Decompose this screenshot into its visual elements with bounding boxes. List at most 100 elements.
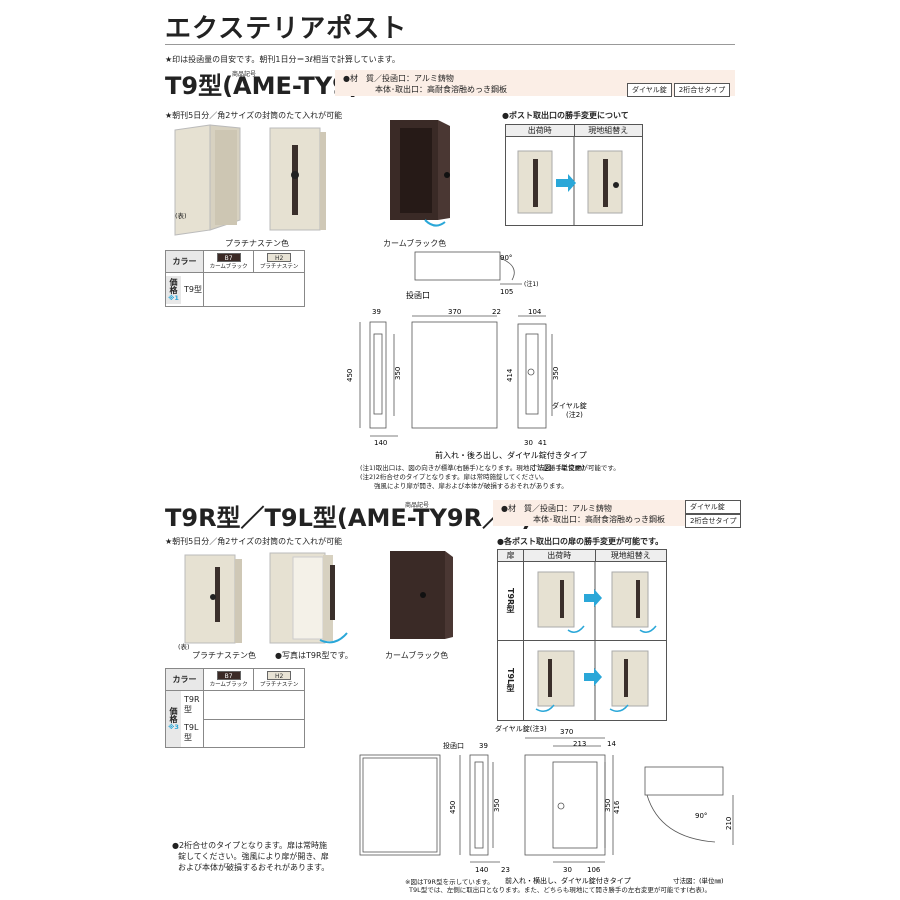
t9rl-photo-open	[269, 552, 348, 644]
t9-front-label: (表)	[175, 212, 187, 220]
t9rl-note-line3: および本体が破損するおそれがあります。	[178, 863, 330, 872]
t9-footnote3: 強風により扉が開き、扉および本体が破損するおそれがあります。	[374, 482, 568, 490]
t9-capacity: ★朝刊5日分／角2サイズの封筒のたて入れが可能	[165, 111, 343, 120]
t9-color-head: カラー	[165, 250, 204, 273]
t9-photo-black	[390, 120, 450, 227]
t9rl-col-onsite: 現地組替え	[595, 550, 666, 562]
t9rl-row-t9r: T9R型	[184, 695, 200, 714]
t9rl-color-head: カラー	[165, 668, 204, 691]
t9-price-empty	[203, 272, 305, 307]
t9rl-dim-140: 140	[475, 866, 488, 874]
t9rl-dim-416: 416	[613, 800, 621, 814]
t9-model-name: T9型	[165, 72, 223, 100]
t9rl-footnote1: ※図はT9R型を示しています。	[405, 878, 494, 886]
t9-material-line1: ●材 質／投函口：アルミ鋳物	[343, 74, 454, 83]
t9rl-chip-b7-cell: B7 カームブラック	[202, 668, 255, 691]
t9-dimension-drawing: 90° (注1) 105 投函口 39 370 22 104 450 350 4…	[346, 251, 587, 472]
t9rl-row-r-label: T9R型	[498, 562, 524, 640]
t9rl-note-line2: 錠してください。強風により扉が開き、扉	[178, 852, 329, 861]
t9-side-view	[369, 321, 387, 429]
t9rl-price-r-empty	[203, 690, 305, 720]
t9-row-t9: T9型	[184, 285, 202, 294]
t9-header: T9型(AME-TY9)	[165, 66, 360, 101]
t9rl-row-r-illustration	[537, 562, 657, 641]
t9rl-dim-350a: 350	[493, 799, 501, 812]
t9rl-footnote2: T9L型では、左側に取出口となります。また、どちらも現地にて開き勝手の左右変更が…	[409, 886, 711, 894]
t9rl-material-line2: 本体･取出口：高耐食溶融めっき鋼板	[533, 515, 665, 524]
t9rl-row-l-label: T9L型	[498, 641, 524, 720]
t9-chip-b7-name: カームブラック	[209, 264, 248, 270]
t9-material-line2: 本体･取出口：高耐食溶融めっき鋼板	[375, 85, 507, 94]
t9-tag-dial: ダイヤル錠	[627, 83, 672, 97]
t9-dim-41: 41	[538, 439, 547, 447]
t9-footnotes: (注1)取出口は、図の向きが標準(右勝手)となります。現地にて逆勝手に変更が可能…	[360, 464, 740, 491]
t9rl-back-view	[359, 754, 441, 856]
t9rl-product-photos	[184, 551, 453, 644]
t9rl-dim-14: 14	[607, 740, 616, 748]
t9rl-dim-213: 213	[573, 740, 586, 748]
t9rl-dim-210: 210	[725, 817, 733, 830]
t9rl-header: T9R型／T9L型(AME-TY9R／L)	[165, 498, 532, 533]
t9rl-product-code-label: 商品記号	[405, 502, 430, 509]
t9-dim-30: 30	[524, 439, 533, 447]
t9rl-insert-label: 投函口	[443, 741, 464, 750]
t9-note1-label: (注1)	[524, 280, 539, 288]
t9rl-side-view	[469, 754, 489, 856]
t9rl-dim-370: 370	[560, 728, 573, 736]
t9rl-price-l-empty	[203, 718, 305, 748]
t9-price-note: ※1	[168, 293, 179, 302]
t9rl-dimension-drawing: ダイヤル錠(注3) 370 213 14 投函口 39 450 350 350 …	[359, 724, 734, 885]
t9rl-dim-30: 30	[563, 866, 572, 874]
t9rl-type-caption: 前入れ・横出し、ダイヤル錠付きタイプ	[505, 876, 631, 885]
t9-tag-2digit: 2桁合せタイプ	[673, 83, 731, 97]
t9rl-col-shipping: 出荷時	[524, 550, 596, 562]
t9rl-photo-black	[390, 551, 453, 639]
t9-unit-caption: 寸法図：(単位㎜)	[530, 463, 585, 472]
t9-dim-414: 414	[506, 368, 514, 382]
t9rl-dim-350b: 350	[604, 799, 612, 812]
t9rl-dim-106: 106	[587, 866, 601, 874]
t9rl-capacity: ★朝刊5日分／角2サイズの封筒のたて入れが可能	[165, 537, 343, 546]
t9-dim-370: 370	[448, 308, 461, 316]
t9-col-shipping: 出荷時	[506, 125, 575, 137]
t9-chip-b7-cell: B7 カームブラック	[202, 250, 255, 273]
t9rl-note-line1: ●2桁合せのタイプとなります。扉は常時施	[172, 841, 328, 850]
t9-door-change-title: ●ポスト取出口の勝手変更について	[502, 111, 629, 120]
t9-dim-22: 22	[492, 308, 501, 316]
t9-back-view	[517, 323, 547, 429]
title-divider	[165, 44, 735, 45]
t9-insert-label: 投函口	[406, 290, 430, 300]
t9rl-color-black: カームブラック色	[385, 651, 449, 660]
t9rl-dim-450: 450	[449, 801, 457, 814]
t9-dim-450: 450	[346, 369, 354, 382]
t9rl-photo-note: ●写真はT9R型です。	[275, 651, 353, 660]
t9rl-photo-front	[184, 554, 242, 644]
t9rl-dim-23: 23	[501, 866, 510, 874]
t9-product-photos	[174, 120, 450, 236]
t9-footnote2: (注2)2桁合せのタイプとなります。扉は常時施錠してください。	[360, 473, 548, 481]
t9rl-row-t9l: T9L型	[184, 723, 199, 742]
capacity-note: ★印は投函量の目安です。朝刊1日分＝3ℓ相当で計算しています。	[165, 55, 400, 64]
t9rl-model-name: T9R型／T9L型	[165, 504, 337, 532]
t9-dial-note: (注2)	[566, 410, 583, 419]
t9rl-unit-caption: 寸法図：(単位㎜)	[673, 876, 724, 885]
t9rl-row-r: T9R型	[498, 562, 666, 641]
t9rl-row-l-illustration	[535, 641, 649, 720]
t9-price-label: 価格	[169, 277, 178, 294]
t9rl-color-platinum: プラチナステン色	[192, 651, 256, 660]
t9rl-footnotes: ※図はT9R型を示しています。 T9L型では、左側に取出口となります。また、どち…	[405, 878, 711, 894]
t9rl-price-label: 価格	[169, 707, 178, 723]
t9rl-row-l: T9L型	[498, 641, 666, 720]
t9rl-col-door: 扉	[498, 550, 524, 562]
t9-dim-140: 140	[374, 439, 387, 447]
t9rl-chip-h2-cell: H2 プラチナステン	[253, 668, 305, 691]
t9-door-change-illustration	[517, 137, 623, 225]
t9rl-color-price-table: カラー B7 カームブラック H2 プラチナステン 価格 ※3 T9R型 T9L…	[165, 668, 305, 748]
t9-door-change-box: 出荷時 現地組替え	[505, 124, 643, 226]
t9-chip-h2-name: プラチナステン	[259, 264, 299, 270]
t9-dim-105: 105	[500, 288, 513, 296]
t9-dial-label: ダイヤル錠	[552, 401, 587, 410]
t9-price-row-head: 価格 ※1 T9型	[165, 272, 204, 307]
t9-type-caption: 前入れ・後ろ出し、ダイヤル錠付きタイプ	[435, 450, 587, 460]
